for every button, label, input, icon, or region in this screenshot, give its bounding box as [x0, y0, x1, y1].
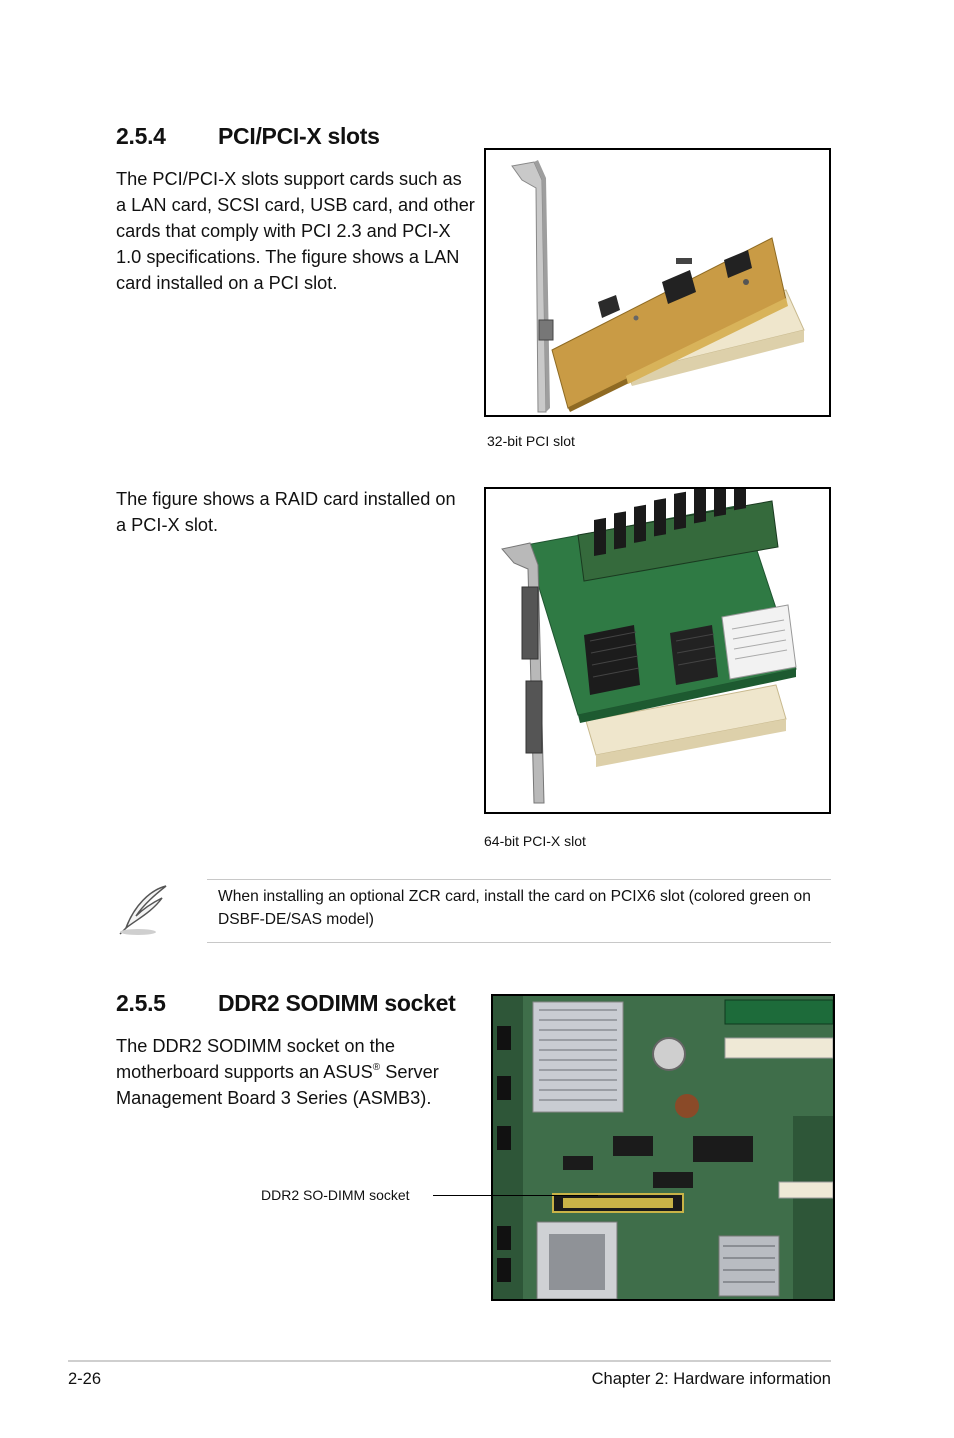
- figure1-caption: 32-bit PCI slot: [487, 433, 575, 449]
- section-title: PCI/PCI-X slots: [218, 123, 380, 149]
- sodimm-callout-label: DDR2 SO-DIMM socket: [261, 1187, 410, 1203]
- registered-mark: ®: [372, 1062, 381, 1073]
- section-number: 2.5.5: [116, 990, 166, 1016]
- motherboard-illustration: [493, 996, 833, 1299]
- section-heading-pci: 2.5.4 PCI/PCI-X slots: [116, 123, 380, 150]
- page-number: 2-26: [68, 1370, 102, 1388]
- pci-description: The PCI/PCI-X slots support cards such a…: [116, 169, 475, 293]
- section-title: DDR2 SODIMM socket: [218, 990, 456, 1016]
- motherboard-figure: [491, 994, 835, 1301]
- note-bottom-rule: [207, 942, 831, 943]
- footer-rule: [68, 1360, 831, 1362]
- note-text: When installing an optional ZCR card, in…: [218, 888, 811, 928]
- note-feather-icon: [114, 882, 174, 938]
- chapter-title: Chapter 2: Hardware information: [591, 1370, 831, 1388]
- raid-card-illustration: [501, 489, 797, 804]
- lan-card-illustration: [511, 160, 805, 413]
- figure2-caption: 64-bit PCI-X slot: [484, 833, 586, 849]
- note-top-rule: [207, 879, 831, 880]
- section-number: 2.5.4: [116, 123, 166, 149]
- raid-card-figure: [484, 487, 831, 814]
- raid-description: The figure shows a RAID card installed o…: [116, 489, 456, 535]
- callout-leader-line: [433, 1195, 598, 1196]
- ddr2-description: The DDR2 SODIMM socket on the motherboar…: [116, 1036, 439, 1108]
- section-heading-ddr2: 2.5.5 DDR2 SODIMM socket: [116, 990, 456, 1017]
- lan-card-figure: [484, 148, 831, 417]
